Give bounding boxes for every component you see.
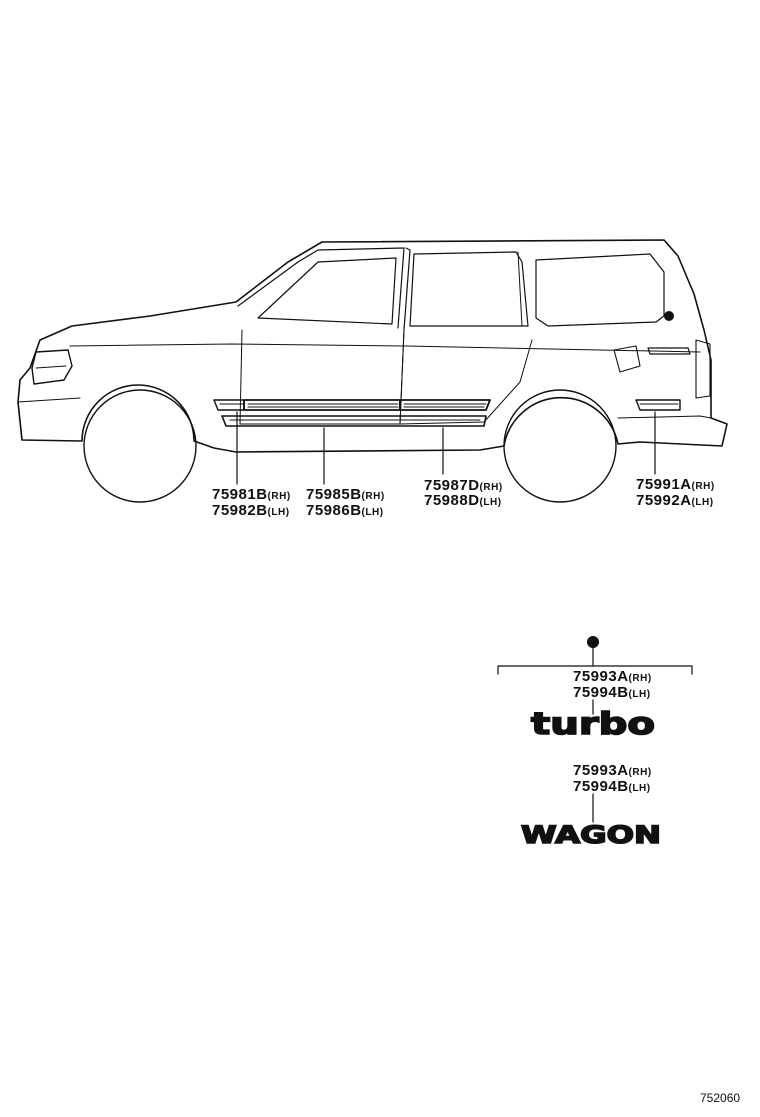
- callout-75993a-turbo: 75993A(RH) 75994B(LH): [573, 668, 652, 701]
- part-number: 75993A: [573, 668, 629, 685]
- emblem-clip: [587, 636, 599, 648]
- part-number: 75981B: [212, 486, 268, 503]
- side-moulding-rear-quarter: [635, 399, 681, 411]
- svg-text:75985B(RH): 75985B(RH): [306, 486, 385, 503]
- side-moulding-front-door: [243, 399, 401, 411]
- part-number: 75994B: [573, 684, 629, 701]
- part-number: 75988D: [424, 492, 480, 509]
- windshield: [237, 247, 405, 329]
- tail-lamp: [695, 339, 711, 399]
- svg-text:75987D(RH): 75987D(RH): [424, 477, 503, 494]
- part-number: 75992A: [636, 492, 692, 509]
- hood-line: [69, 343, 701, 353]
- callout-75993a-wagon: 75993A(RH) 75994B(LH): [573, 762, 652, 795]
- svg-text:75993A(RH): 75993A(RH): [573, 668, 652, 685]
- svg-text:75986B(LH): 75986B(LH): [306, 502, 384, 519]
- side-code: (RH): [480, 482, 503, 493]
- side-code: (RH): [629, 673, 652, 684]
- svg-text:75994B(LH): 75994B(LH): [573, 684, 651, 701]
- rear-quarter-strip: [647, 347, 691, 355]
- side-code: (LH): [629, 689, 651, 700]
- group-bracket: [497, 665, 693, 675]
- part-number: 75993A: [573, 762, 629, 779]
- vehicle-body-outline: [17, 239, 728, 453]
- svg-text:75994B(LH): 75994B(LH): [573, 778, 651, 795]
- svg-text:75988D(LH): 75988D(LH): [424, 492, 502, 509]
- emblem-group: 75993A(RH) 75994B(LH) turbo 75993A(RH) 7…: [497, 636, 693, 850]
- side-code: (RH): [629, 767, 652, 778]
- side-code: (LH): [692, 497, 714, 508]
- part-number: 75986B: [306, 502, 362, 519]
- side-code: (LH): [268, 507, 290, 518]
- part-number: 75985B: [306, 486, 362, 503]
- fuel-lid: [613, 345, 641, 373]
- quarter-clip: [664, 311, 674, 321]
- part-number: 75982B: [212, 502, 268, 519]
- rear-bumper: [617, 415, 712, 419]
- headlight: [31, 349, 73, 385]
- svg-text:75992A(LH): 75992A(LH): [636, 492, 714, 509]
- part-number: 75991A: [636, 476, 692, 493]
- svg-text:75991A(RH): 75991A(RH): [636, 476, 715, 493]
- part-number: 75987D: [424, 477, 480, 494]
- front-door-window: [257, 257, 397, 325]
- leader-lines: [236, 411, 656, 485]
- part-number: 75994B: [573, 778, 629, 795]
- callout-75991a: 75991A(RH) 75992A(LH): [636, 476, 715, 509]
- side-code: (RH): [362, 491, 385, 502]
- front-wheel: [83, 389, 197, 503]
- svg-text:75993A(RH): 75993A(RH): [573, 762, 652, 779]
- rear-door-window: [409, 251, 529, 327]
- side-code: (RH): [692, 481, 715, 492]
- side-code: (LH): [480, 497, 502, 508]
- svg-text:75981B(RH): 75981B(RH): [212, 486, 291, 503]
- turbo-emblem: turbo: [531, 707, 655, 742]
- front-bumper: [17, 397, 81, 403]
- side-code: (LH): [629, 783, 651, 794]
- callout-75987d: 75987D(RH) 75988D(LH): [424, 477, 503, 509]
- rocker-moulding: [221, 415, 487, 427]
- rear-wheel: [503, 389, 617, 503]
- figure-number: 752060: [700, 1091, 740, 1105]
- wagon-emblem: WAGON: [521, 821, 661, 849]
- callout-75985b: 75985B(RH) 75986B(LH): [306, 486, 385, 519]
- side-moulding-front-fender: [213, 399, 245, 411]
- side-code: (RH): [268, 491, 291, 502]
- callout-75981b: 75981B(RH) 75982B(LH): [212, 486, 291, 519]
- side-moulding-rear-door: [399, 399, 491, 411]
- rear-quarter-window: [535, 253, 665, 327]
- svg-text:75982B(LH): 75982B(LH): [212, 502, 290, 519]
- vehicle-side-view: [17, 239, 728, 503]
- side-code: (LH): [362, 507, 384, 518]
